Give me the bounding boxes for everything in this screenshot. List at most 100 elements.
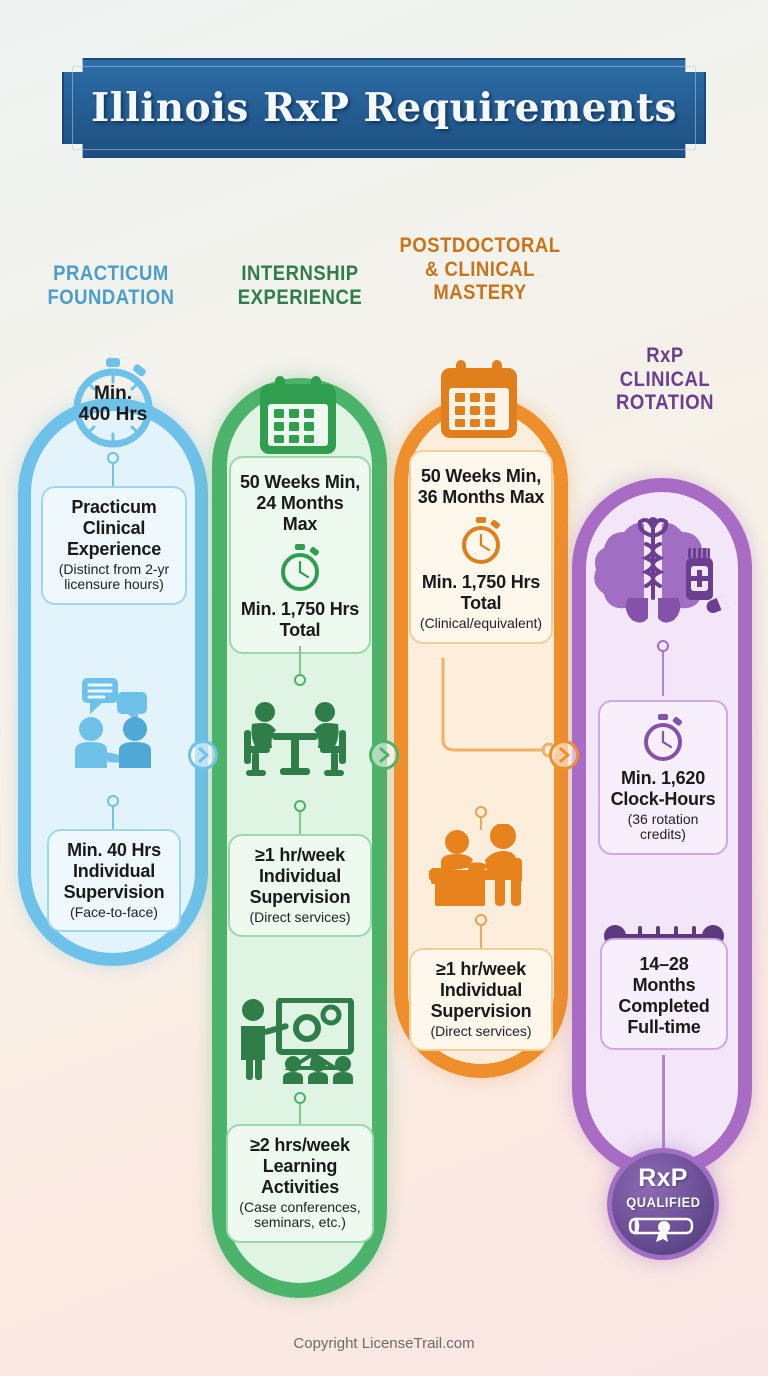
column-title-postdoctoral: POSTDOCTORAL & CLINICAL MASTERY [394,234,566,305]
card-main-line1: Min. 1,620 [620,768,706,788]
stopwatch-icon-internship-inner [281,543,319,591]
stem-ring [107,795,119,807]
card-main-line1: ≥1 hr/week [436,959,526,979]
card-sub-line1: (Direct services) [249,908,351,925]
stem-ring [475,914,487,926]
card-main-line4: Total [460,592,502,613]
column-title-practicum-line1: PRACTICUM [53,262,169,285]
title-banner: Illinois RxP Requirements [62,58,706,158]
card-sub-line1: (Face-to-face) [70,903,158,920]
card-sub-line1: (Clinical/equivalent) [419,614,543,631]
card-sub-line1: (Direct services) [430,1022,532,1039]
card-main-line1: ≥1 hr/week [255,845,345,865]
card-sub-line2: credits) [640,826,686,843]
card-main-line1: Practicum [71,497,157,517]
card-sub-line1: (36 rotation [627,810,699,827]
copyright-footer: Copyright LicenseTrail.com [293,1335,475,1352]
stem-internship-2 [294,800,306,834]
stem-rotation-1 [657,640,669,696]
card-sub-line2: seminars, etc.) [254,1214,346,1231]
card-main-line3: Min. 1,750 Hrs [421,571,541,592]
banner-plate [62,58,706,158]
card-main-line3: Min. 1,750 Hrs [240,598,360,619]
stopwatch-icon-rotation-inner [644,714,682,761]
card-main-line1: 50 Weeks Min, [239,472,361,492]
card-sub-line2: licensure hours) [64,576,164,593]
card-main-line4: Full-time [627,1016,701,1037]
card-sub-line1: (Case conferences, [239,1198,361,1215]
info-card-internship-1: 50 Weeks Min, 24 Months Max Min. 1,750 H… [229,456,371,655]
info-card-rotation-1: Min. 1,620 Clock-Hours (36 rotation cred… [598,700,728,856]
rxp-qualified-badge: RxP QUALIFIED [607,1148,719,1260]
card-main-line2: 36 Months Max [417,486,545,507]
stem-line [479,926,483,948]
stem-ring [294,1092,306,1104]
arrow-practicum-to-internship[interactable] [188,740,218,770]
chevron-right-icon [559,747,570,763]
column-title-rotation-line3: ROTATION [616,391,714,415]
stem-ring [657,640,669,652]
column-title-practicum-line2: FOUNDATION [47,285,175,309]
stem-postdoctoral-1 [475,806,487,830]
calendar-icon-postdoctoral [441,360,517,438]
card-main-line3: Experience [66,538,162,559]
arrow-postdoctoral-to-rotation[interactable] [549,740,579,770]
stem-internship-1 [294,646,306,686]
column-title-rotation-line1: RxP [646,344,684,367]
calendar-icon-internship [260,376,336,454]
banner-dot-right [664,105,670,111]
card-main-line2: Months [632,974,696,995]
stopwatch-label-line2: 400 Hrs [78,404,148,426]
card-main-line2: Individual [72,860,155,881]
card-main-line2: Clock-Hours [610,788,716,809]
brain-caduceus-pill-icon [594,517,736,623]
badge-line1: RxP [638,1163,688,1192]
column-title-internship-line2: EXPERIENCE [237,285,363,309]
card-main-line4: Total [279,619,321,640]
card-main-line1: 50 Weeks Min, [420,466,542,486]
card-main-line1: Min. 40 Hrs [67,840,161,860]
card-main-line2: Clinical [82,517,146,538]
chevron-right-icon [379,747,390,763]
column-title-postdoctoral-line2: & CLINICAL [425,257,535,281]
arrow-internship-to-postdoctoral[interactable] [369,740,399,770]
column-title-rotation: RxP CLINICAL ROTATION [581,344,748,415]
info-card-internship-2: ≥1 hr/week Individual Supervision (Direc… [228,834,372,938]
stem-ring [107,452,119,464]
card-main-line1: 14–28 [639,954,689,974]
presentation-teaching-icon [241,998,354,1084]
stem-ring [294,674,306,686]
chevron-right-icon [198,747,209,763]
card-main-line2: Learning [262,1155,338,1176]
stem-practicum-2 [107,795,119,829]
card-main-line3: Supervision [430,1000,532,1021]
stopwatch-label-practicum: Min. 400 Hrs [62,383,164,426]
two-people-at-table-icon [244,702,346,776]
info-card-internship-3: ≥2 hrs/week Learning Activities (Case co… [226,1124,374,1243]
two-people-talking-icon [75,678,151,768]
page-title: Illinois RxP Requirements [91,85,677,131]
banner-dot-left [98,105,104,111]
stem-line [111,807,115,829]
card-main-line2: Individual [258,865,341,886]
card-main-line3: Activities [260,1176,340,1197]
diploma-scroll-icon [628,1217,694,1242]
card-main-line1: ≥2 hrs/week [250,1135,350,1155]
info-card-practicum-1: Practicum Clinical Experience (Distinct … [41,486,187,605]
card-sub-line1: (Distinct from 2-yr [58,560,170,577]
stem-line [298,1104,302,1124]
stem-line [298,646,302,674]
info-card-practicum-2: Min. 40 Hrs Individual Supervision (Face… [47,829,181,933]
stem-practicum-1 [107,452,119,486]
card-main-line3: Supervision [249,886,351,907]
info-card-postdoctoral-1: 50 Weeks Min, 36 Months Max Min. 1,750 H… [409,450,553,645]
info-card-rotation-2: 14–28 Months Completed Full-time [600,938,728,1050]
card-main-line3: Supervision [63,881,165,902]
column-title-internship: INTERNSHIP EXPERIENCE [214,262,386,309]
column-title-practicum: PRACTICUM FOUNDATION [26,262,197,309]
card-main-line3: Completed [618,995,710,1016]
badge-line2: QUALIFIED [625,1193,701,1210]
stem-line [298,812,302,834]
stem-line [111,464,115,486]
handshake-desk-icon [429,824,522,906]
